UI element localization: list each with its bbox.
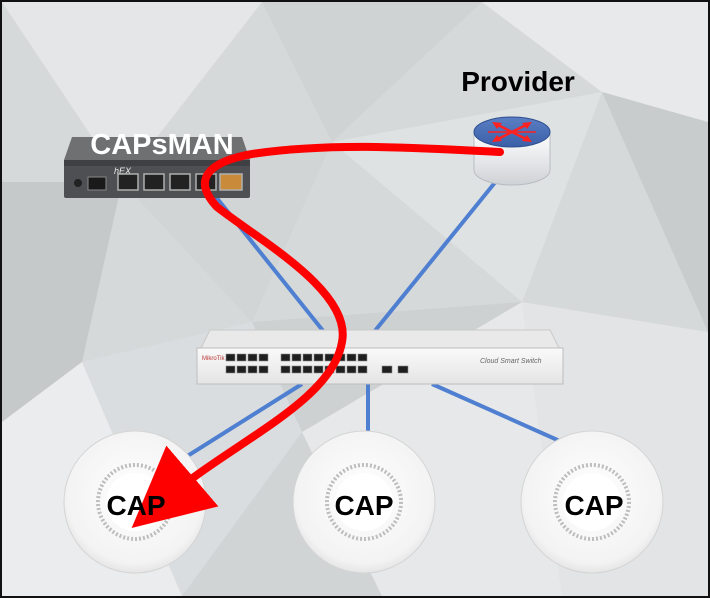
cap-2 <box>292 430 436 574</box>
switch-brand-label: MikroTik <box>202 356 225 362</box>
cap-1-label: CAP <box>106 490 165 521</box>
switch-device: MikroTik Cloud Smart Switch <box>196 329 564 385</box>
provider-label: Provider <box>461 66 575 97</box>
switch-model-label: Cloud Smart Switch <box>480 358 542 365</box>
capsman-brand-label: hEX <box>114 166 132 176</box>
traffic-path-arrow <box>131 142 504 529</box>
switch-ports <box>225 353 409 374</box>
link-provider-switch <box>372 178 499 334</box>
provider-router-icon <box>473 116 551 186</box>
cap-2-label: CAP <box>334 490 393 521</box>
network-links <box>160 178 563 474</box>
capsman-label: CAPsMAN <box>90 129 233 161</box>
cap-3-label: CAP <box>564 490 623 521</box>
link-switch-cap-3 <box>431 382 563 444</box>
cap-3 <box>520 430 664 574</box>
